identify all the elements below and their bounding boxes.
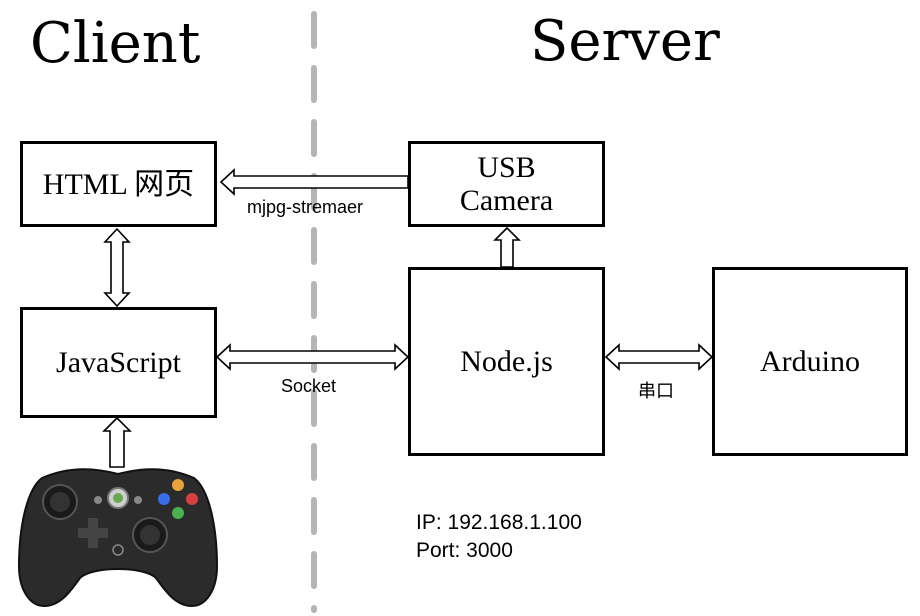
nodejs-node: Node.js (408, 267, 605, 456)
client-heading: Client (30, 11, 201, 76)
html-js-arrow (103, 227, 131, 308)
javascript-label: JavaScript (56, 346, 181, 379)
arduino-node: Arduino (712, 267, 908, 456)
html-page-label: HTML 网页 (42, 167, 195, 201)
arduino-label: Arduino (760, 345, 860, 378)
node-to-camera-arrow (493, 226, 521, 268)
html-page-node: HTML 网页 (20, 141, 217, 227)
js-node-edge-label: Socket (281, 376, 337, 396)
server-port: Port: 3000 (416, 539, 513, 563)
node-arduino-edge-label: 串口 (638, 381, 674, 401)
server-info: IP: 192.168.1.100 Port: 3000 (416, 509, 582, 566)
server-heading: Server (530, 9, 720, 74)
game-controller-icon (17, 468, 219, 608)
nodejs-label: Node.js (460, 345, 553, 378)
javascript-node: JavaScript (20, 307, 217, 418)
usb-camera-label-line1: USB (477, 151, 536, 184)
gamepad-to-js-arrow (102, 416, 132, 468)
server-ip: IP: 192.168.1.100 (416, 511, 582, 534)
usb-camera-node: USB Camera (408, 141, 605, 227)
node-arduino-arrow (604, 343, 714, 371)
usb-camera-label-line2: Camera (459, 184, 554, 217)
camera-to-html-arrow (219, 168, 409, 196)
camera-html-edge-label: mjpg-stremaer (247, 197, 364, 217)
